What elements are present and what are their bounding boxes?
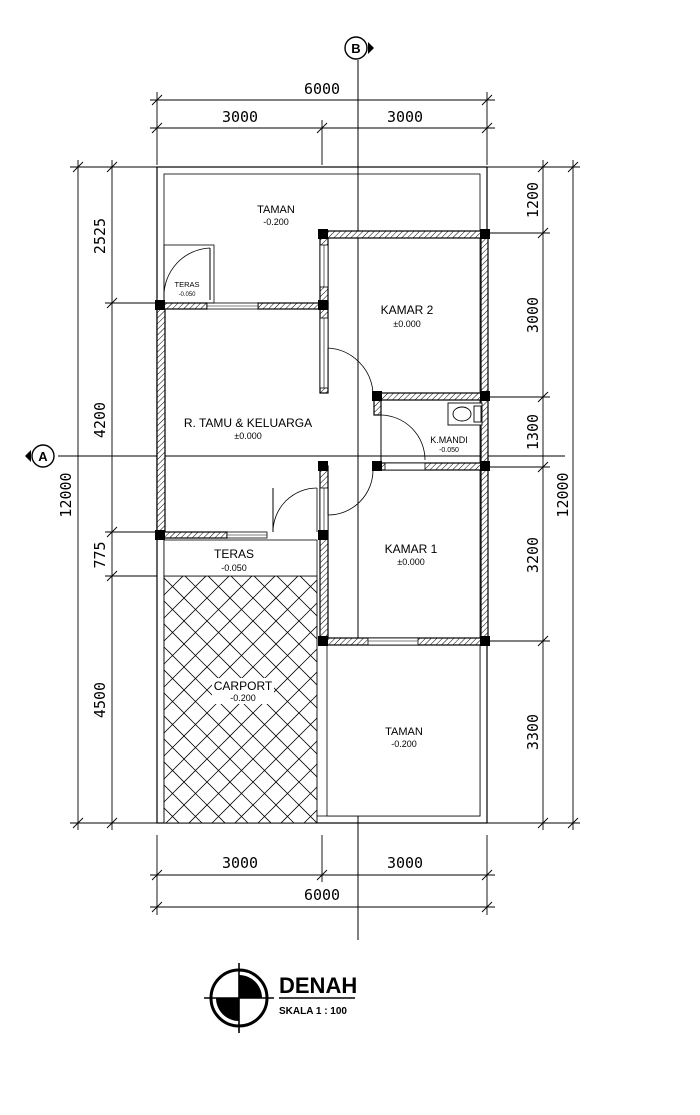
doors <box>163 244 426 533</box>
dim-left-total: 12000 <box>57 472 75 517</box>
dimension-lines <box>70 92 580 915</box>
ruang-tamu-level: ±0.000 <box>234 431 261 441</box>
dim-left-2: 4200 <box>91 402 109 438</box>
dim-top-total: 6000 <box>304 80 340 98</box>
taman-bottom-level: -0.200 <box>391 739 417 749</box>
taman-bottom-area <box>326 644 481 817</box>
taman-top-level: -0.200 <box>263 217 289 227</box>
room-labels: TAMAN -0.200 TERAS -0.050 KAMAR 2 ±0.000… <box>174 204 467 749</box>
dim-bottom-right: 3000 <box>387 854 423 872</box>
teras-small-level: -0.050 <box>178 292 196 298</box>
dim-right-5: 3300 <box>524 714 542 750</box>
teras-small-name: TERAS <box>174 280 199 289</box>
kamar2-name: KAMAR 2 <box>381 303 434 317</box>
grid-label-a: A <box>38 449 48 464</box>
dim-left-4: 4500 <box>91 682 109 718</box>
dim-right-3: 1300 <box>524 414 542 450</box>
dim-right-2: 3000 <box>524 297 542 333</box>
title-heading: DENAH <box>279 973 357 998</box>
carport-level: -0.200 <box>230 693 256 703</box>
grid-label-b: B <box>351 41 360 56</box>
teras-level: -0.050 <box>221 563 247 573</box>
teras-area <box>163 539 318 577</box>
dim-left-3: 775 <box>91 541 109 568</box>
kamar1-name: KAMAR 1 <box>385 542 438 556</box>
dim-top-right: 3000 <box>387 108 423 126</box>
walls <box>156 230 489 646</box>
title-block: DENAH SKALA 1 : 100 <box>204 963 357 1033</box>
dim-top-left: 3000 <box>222 108 258 126</box>
kamar1-level: ±0.000 <box>397 557 424 567</box>
title-scale: SKALA 1 : 100 <box>279 1006 347 1017</box>
columns <box>155 229 490 646</box>
taman-bottom-name: TAMAN <box>385 726 423 738</box>
teras-name: TERAS <box>214 547 254 561</box>
grid-bubble-a: A <box>25 444 55 468</box>
dim-right-4: 3200 <box>524 537 542 573</box>
dim-right-1: 1200 <box>524 182 542 218</box>
grid-bubble-b: B <box>344 36 374 60</box>
kmandi-level: -0.050 <box>439 447 459 454</box>
dim-right-total: 12000 <box>554 472 572 517</box>
dim-bottom-total: 6000 <box>304 886 340 904</box>
taman-top-name: TAMAN <box>257 204 295 216</box>
dim-bottom-left: 3000 <box>222 854 258 872</box>
kmandi-name: K.MANDI <box>430 435 468 445</box>
carport-name: CARPORT <box>214 679 273 693</box>
toilet-fixture <box>447 402 483 426</box>
ruang-tamu-name: R. TAMU & KELUARGA <box>184 416 312 430</box>
dim-left-1: 2525 <box>91 218 109 254</box>
kamar2-level: ±0.000 <box>393 319 420 329</box>
